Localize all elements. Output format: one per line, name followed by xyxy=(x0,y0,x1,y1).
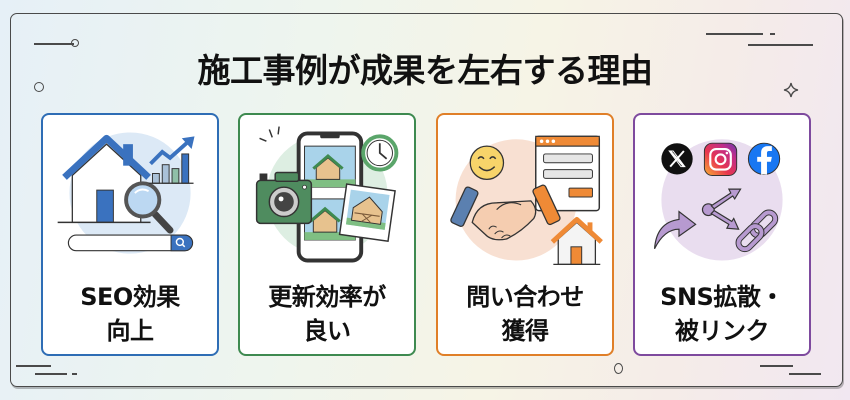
card-label: SNS拡散・ 被リンク xyxy=(635,280,809,348)
decor-circle xyxy=(71,39,79,47)
camera-icon xyxy=(255,171,313,225)
card-label-line1: 問い合わせ xyxy=(466,283,584,311)
card-label: 更新効率が 良い xyxy=(240,280,414,348)
seo-illustration xyxy=(57,132,195,254)
decor-circle xyxy=(614,363,623,374)
inquiry-illustration xyxy=(450,135,603,266)
card-label: SEO効果 向上 xyxy=(43,280,217,348)
handshake-icon xyxy=(450,184,561,241)
bar-chart-up-icon xyxy=(148,136,195,184)
card-label-line1: SNS拡散・ xyxy=(660,283,784,311)
card-label-line2: 良い xyxy=(303,317,352,345)
update-illustration xyxy=(255,126,399,263)
page-title: 施工事例が成果を左右する理由 xyxy=(197,51,654,90)
card-label: 問い合わせ 獲得 xyxy=(438,280,612,348)
decor-line xyxy=(16,365,51,367)
clock-icon xyxy=(361,134,399,172)
card-label-line1: 更新効率が xyxy=(268,283,386,311)
decor-line xyxy=(34,43,74,45)
link-icon xyxy=(735,209,779,253)
card-label-line2: 獲得 xyxy=(501,317,550,345)
decor-line xyxy=(770,33,775,35)
magnifier-icon xyxy=(124,181,174,234)
decor-line xyxy=(789,373,821,375)
outer-frame xyxy=(10,13,843,387)
sns-illustration xyxy=(653,139,783,261)
card-update: 更新効率が 良い xyxy=(238,113,416,356)
search-bar-icon xyxy=(67,234,194,252)
decor-line xyxy=(72,373,77,375)
decor-line xyxy=(35,373,67,375)
decor-line xyxy=(760,365,793,367)
decor-circle xyxy=(34,82,44,92)
x-logo-icon xyxy=(661,143,693,175)
card-label-line1: SEO効果 xyxy=(80,283,180,311)
house-icon xyxy=(550,216,603,266)
sparkle-icon xyxy=(783,82,799,98)
spark-lines-icon xyxy=(259,126,280,142)
card-seo: SEO効果 向上 xyxy=(41,113,219,356)
card-label-line2: 被リンク xyxy=(675,317,770,345)
instagram-icon xyxy=(703,142,738,176)
form-window-icon xyxy=(535,135,601,212)
photo-icon xyxy=(338,183,396,243)
card-inquiry: 問い合わせ 獲得 xyxy=(436,113,614,356)
facebook-icon xyxy=(747,142,781,175)
decor-line xyxy=(706,33,763,35)
house-icon xyxy=(57,134,151,224)
curved-arrow-icon xyxy=(653,210,697,250)
smiley-icon xyxy=(469,145,505,180)
card-label-line2: 向上 xyxy=(106,317,155,345)
card-sns: SNS拡散・ 被リンク xyxy=(633,113,811,356)
share-icon xyxy=(701,188,742,230)
decor-line xyxy=(748,44,813,46)
